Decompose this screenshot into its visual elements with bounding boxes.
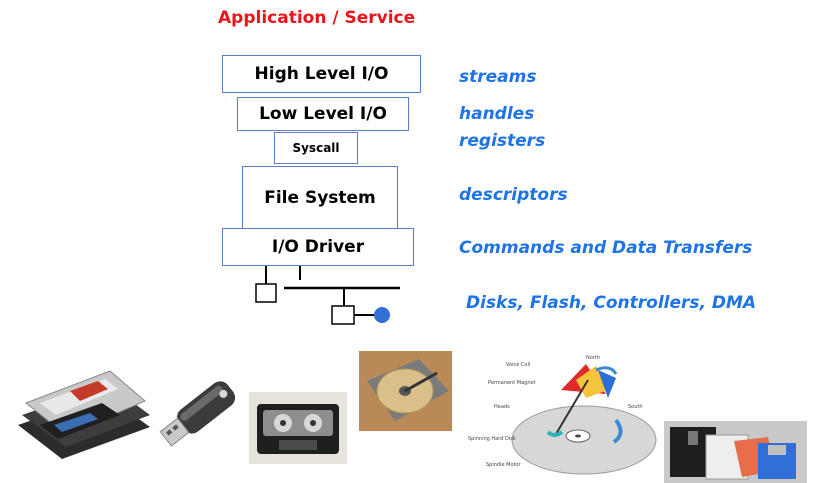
floppy-disks-photo bbox=[664, 421, 807, 483]
layer-low-level-io-name: Low Level I/O bbox=[259, 104, 387, 124]
layer-file-system-name: File System bbox=[264, 188, 376, 208]
device-box-lower bbox=[331, 305, 355, 325]
hard-disk-diagram-photo: Voice Coil North Permanent Magnet South … bbox=[468, 355, 657, 475]
label-handles: handles bbox=[459, 104, 535, 124]
layer-high-level-io: High Level I/O bbox=[222, 55, 421, 93]
label-descriptors: descriptors bbox=[459, 185, 568, 205]
cassette-tape-photo bbox=[249, 392, 347, 464]
layer-syscall-name: Syscall bbox=[292, 141, 340, 155]
hd-label-voice-coil: Voice Coil bbox=[506, 362, 530, 368]
device-box-left bbox=[255, 283, 277, 303]
layer-file-system: File System bbox=[242, 166, 398, 230]
label-commands-data-transfers: Commands and Data Transfers bbox=[459, 238, 753, 258]
layer-syscall: Syscall bbox=[274, 132, 358, 164]
hd-label-spinning-hard-disk: Spinning Hard Disk bbox=[468, 436, 516, 442]
diagram-title: Application / Service bbox=[218, 8, 416, 28]
ssd-drives-photo bbox=[18, 370, 150, 459]
hd-label-heads: Heads bbox=[494, 404, 510, 410]
device-bus-diagram bbox=[255, 266, 400, 325]
layer-io-driver: I/O Driver bbox=[222, 228, 414, 266]
layer-high-level-io-name: High Level I/O bbox=[254, 64, 389, 84]
hd-label-south: South bbox=[628, 404, 643, 410]
device-dot bbox=[374, 307, 390, 323]
hd-label-permanent-magnet: Permanent Magnet bbox=[488, 380, 536, 386]
label-registers: registers bbox=[459, 131, 546, 151]
hd-label-spindle-motor: Spindle Motor bbox=[486, 462, 522, 468]
layer-low-level-io: Low Level I/O bbox=[237, 97, 409, 131]
label-streams: streams bbox=[459, 67, 537, 87]
hd-label-north: North bbox=[586, 355, 600, 361]
usb-flash-drive-photo bbox=[159, 381, 236, 447]
layer-io-driver-name: I/O Driver bbox=[271, 237, 365, 257]
open-hard-disk-photo bbox=[359, 351, 452, 431]
label-devices: Disks, Flash, Controllers, DMA bbox=[466, 293, 757, 313]
